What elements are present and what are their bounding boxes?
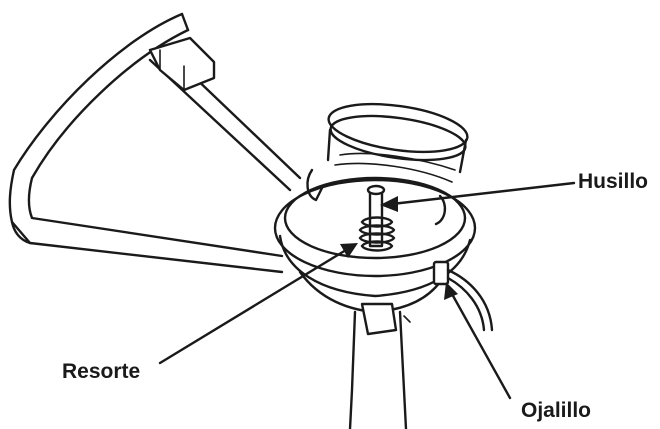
spring <box>358 216 396 252</box>
spindle <box>366 184 386 248</box>
leader-ojalillo <box>444 282 512 400</box>
leader-resorte <box>158 243 358 365</box>
frame-arm <box>8 12 302 274</box>
label-ojalillo: Ojalillo <box>521 399 592 422</box>
grommet <box>432 260 494 332</box>
label-husillo: Husillo <box>578 170 649 193</box>
leader-husillo <box>380 181 576 212</box>
hinged-lid <box>326 102 469 183</box>
label-resorte: Resorte <box>62 360 141 383</box>
